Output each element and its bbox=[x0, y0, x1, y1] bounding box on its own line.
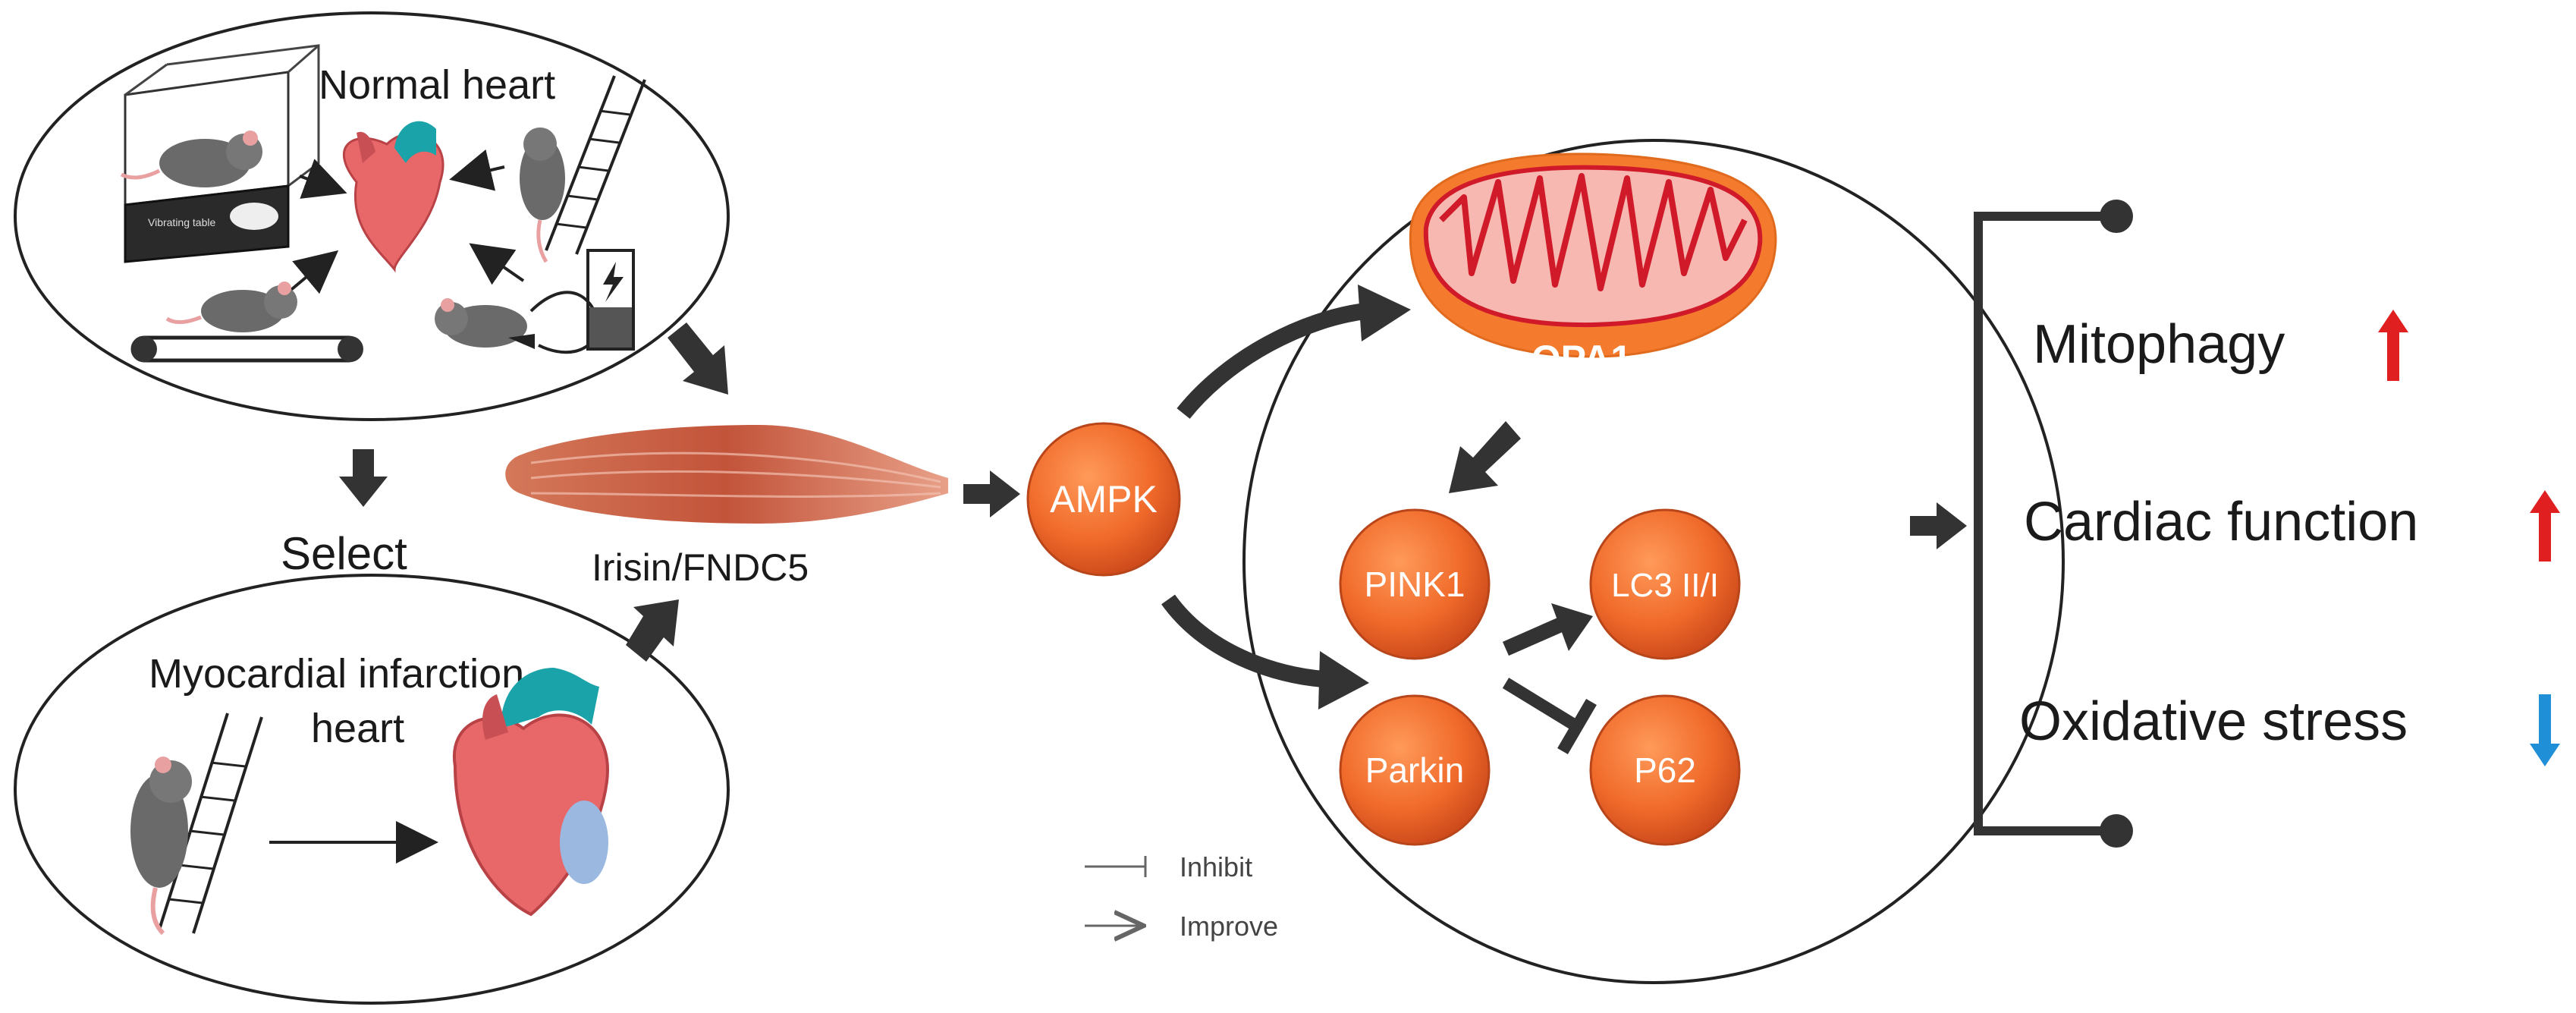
mi-heart-icon bbox=[452, 668, 609, 917]
normal-heart-panel: Normal heart Vibrating table bbox=[14, 11, 730, 421]
parkin-node: Parkin bbox=[1339, 694, 1491, 846]
outcome-bracket bbox=[1974, 200, 2133, 848]
mouse-icon bbox=[130, 757, 192, 936]
inhibit-parkin-to-p62 bbox=[1502, 678, 1597, 755]
legend-inhibit-label: Inhibit bbox=[1180, 851, 1252, 882]
up-arrow-icon bbox=[2530, 490, 2560, 562]
heart-icon bbox=[342, 121, 445, 273]
treadmill-icon bbox=[130, 335, 363, 363]
arrow-muscle-to-ampk bbox=[963, 470, 1020, 518]
select-arrow bbox=[339, 449, 388, 507]
p62-label: P62 bbox=[1634, 750, 1696, 790]
opa1-label: OPA1 bbox=[1531, 338, 1632, 380]
mi-heart-panel: Myocardial infarction heart bbox=[14, 574, 730, 1005]
outcome-oxidative-stress: Oxidative stress bbox=[2019, 691, 2560, 766]
mi-heart-label-line1: Myocardial infarction bbox=[149, 651, 524, 697]
arrow-pink1-to-lc3 bbox=[1502, 603, 1593, 656]
outcome-label: Cardiac function bbox=[2024, 492, 2418, 552]
up-arrow-icon bbox=[2378, 310, 2408, 381]
arrow-normal-to-muscle bbox=[668, 322, 728, 395]
mouse-icon bbox=[520, 127, 565, 263]
lc3-label: LC3 II/I bbox=[1611, 567, 1719, 604]
ampk-node: AMPK bbox=[1026, 422, 1181, 577]
down-arrow-icon bbox=[2530, 694, 2560, 766]
irisin-label: Irisin/FNDC5 bbox=[592, 546, 809, 589]
arrow-mi-to-irisin bbox=[626, 599, 679, 662]
outcome-label: Mitophagy bbox=[2033, 314, 2285, 375]
ladder-icon bbox=[545, 75, 646, 255]
outcome-label: Oxidative stress bbox=[2019, 691, 2408, 752]
pink1-node: PINK1 bbox=[1339, 508, 1491, 660]
legend: Inhibit Improve bbox=[1085, 851, 1278, 942]
mi-heart-label-line2: heart bbox=[311, 706, 404, 751]
lc3-node: LC3 II/I bbox=[1589, 508, 1741, 660]
ampk-label: AMPK bbox=[1050, 478, 1158, 521]
ladder-icon bbox=[158, 713, 263, 934]
mitochondria-panel bbox=[1242, 139, 2065, 984]
vibrating-table-icon: Vibrating table bbox=[124, 44, 320, 263]
mitochondrion-icon: OPA1 bbox=[1409, 153, 1777, 380]
legend-improve-label: Improve bbox=[1180, 911, 1278, 942]
muscle-icon bbox=[505, 425, 948, 524]
arrow-ampk-to-parkin bbox=[1161, 594, 1369, 709]
stimulator-icon bbox=[586, 249, 635, 351]
arrow-to-outcomes bbox=[1910, 502, 1967, 549]
p62-node: P62 bbox=[1589, 694, 1741, 846]
pink1-label: PINK1 bbox=[1365, 565, 1465, 604]
mouse-icon bbox=[435, 291, 602, 354]
mouse-icon bbox=[120, 131, 262, 187]
outcome-cardiac-function: Cardiac function bbox=[2024, 490, 2560, 562]
mouse-icon bbox=[165, 282, 297, 332]
outcome-mitophagy: Mitophagy bbox=[2033, 310, 2408, 381]
arrow-opa1-to-pink1 bbox=[1449, 421, 1521, 493]
vibrating-table-text: Vibrating table bbox=[148, 216, 215, 228]
select-label: Select bbox=[281, 528, 407, 579]
parkin-label: Parkin bbox=[1365, 750, 1464, 790]
normal-heart-label: Normal heart bbox=[319, 62, 555, 108]
arrow-ampk-to-opa1 bbox=[1176, 285, 1411, 419]
